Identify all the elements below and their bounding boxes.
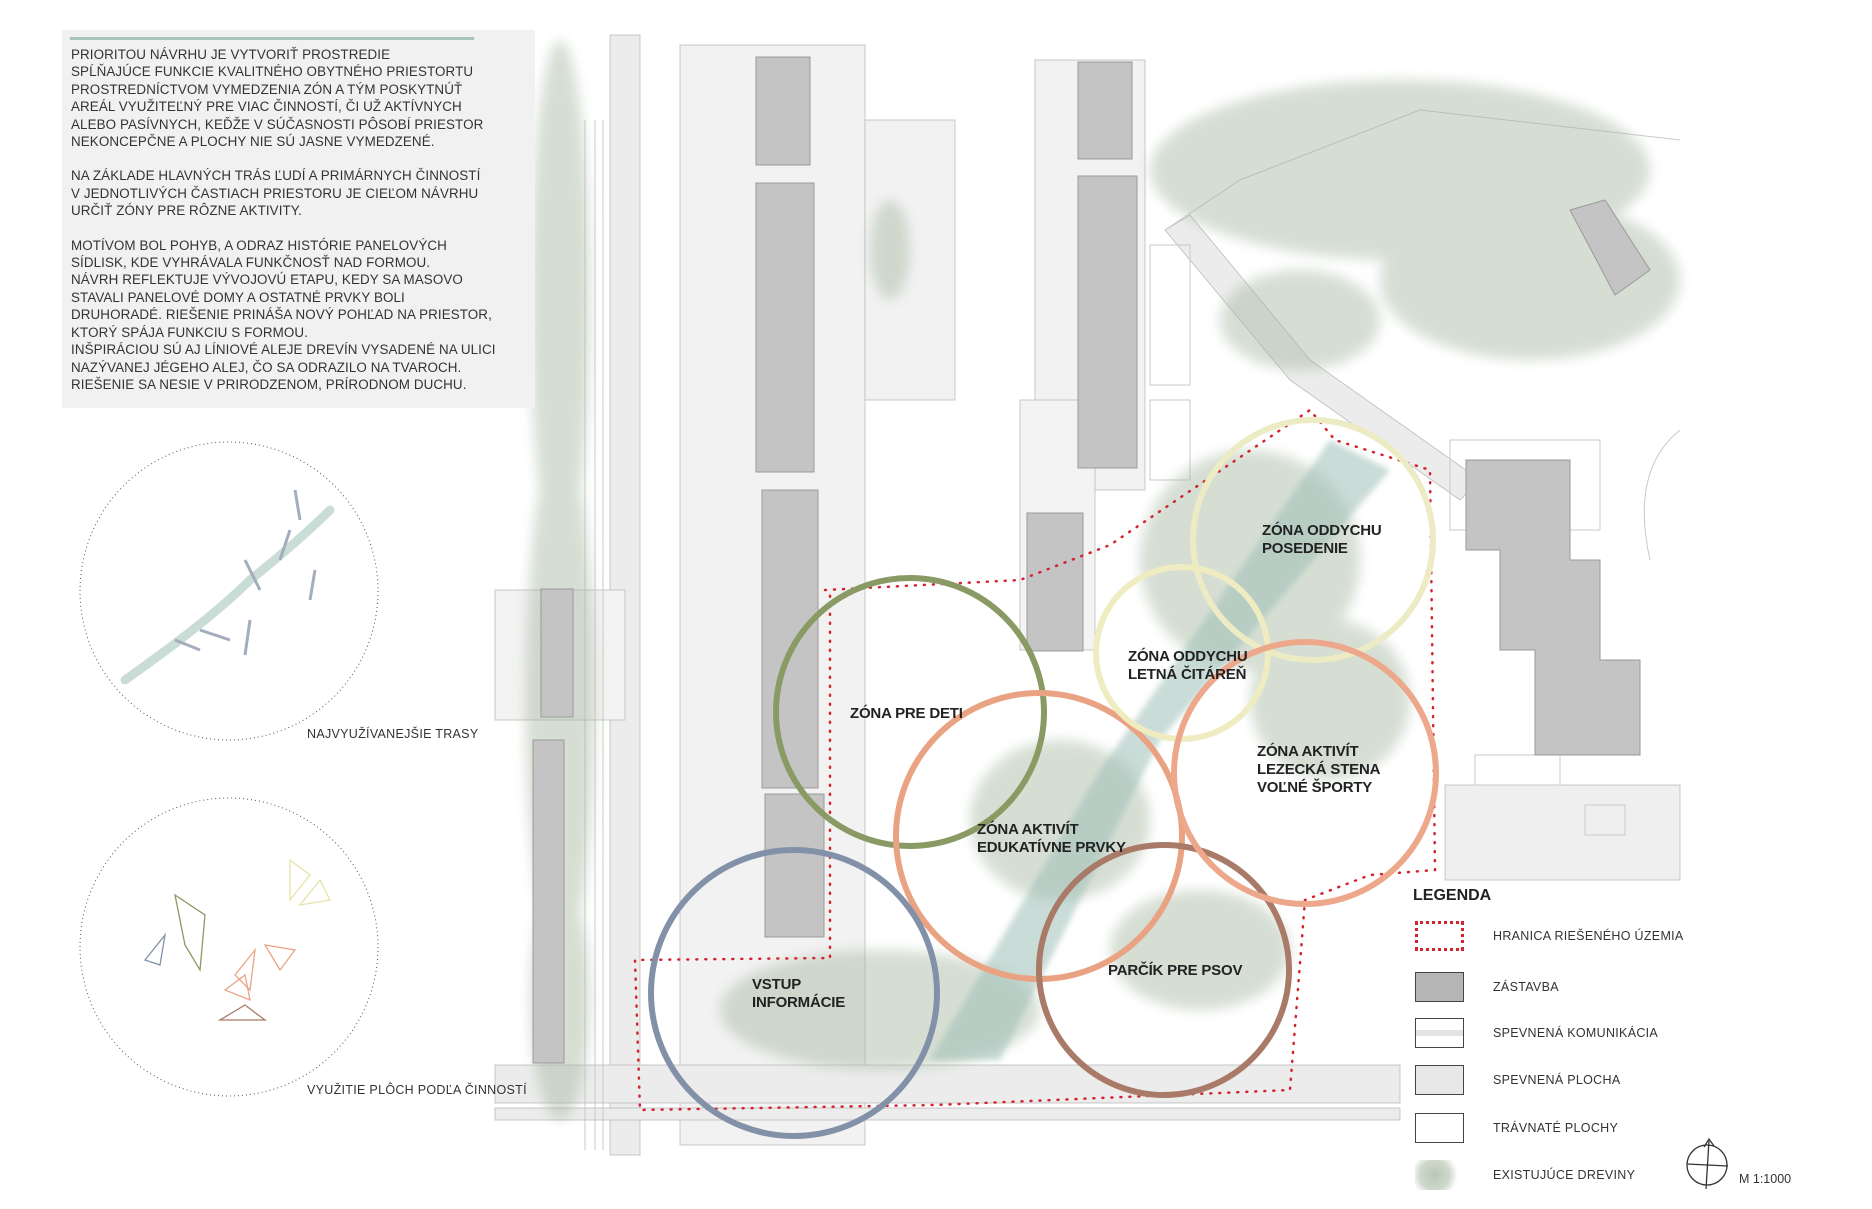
activities-diagram-shapes: [143, 858, 331, 1021]
paved-swatch-icon: [1415, 1065, 1464, 1095]
legend-label: TRÁVNATÉ PLOCHY: [1493, 1121, 1619, 1135]
road-swatch-icon: [1415, 1018, 1464, 1048]
legend-item-buildings: ZÁSTAVBA: [1415, 972, 1815, 1004]
zone-label-dogs: PARČÍK PRE PSOV: [1108, 962, 1243, 979]
zone-label-education: ZÓNA AKTIVÍT EDUKATÍVNE PRVKY: [977, 821, 1126, 856]
zone-label-sports: ZÓNA AKTIVÍT LEZECKÁ STENA VOĽNÉ ŠPORTY: [1257, 743, 1381, 796]
zone-label-rest-seating: ZÓNA ODDYCHU POSEDENIE: [1262, 522, 1382, 557]
zone-circle-children: [773, 575, 1047, 849]
activities-diagram-label: VYUŽITIE PLÔCH PODĽA ČINNOSTÍ: [307, 1083, 527, 1097]
routes-diagram-shape: [120, 505, 335, 685]
zone-circles: [648, 417, 1439, 1139]
description-paragraph: PRIORITOU NÁVRHU JE VYTVORIŤ PROSTREDIE …: [71, 47, 484, 150]
scale-label: M 1:1000: [1739, 1172, 1792, 1186]
zone-circle-sports: [1171, 639, 1439, 907]
zone-label-children: ZÓNA PRE DETI: [850, 705, 963, 722]
legend-label: SPEVNENÁ KOMUNIKÁCIA: [1493, 1026, 1659, 1040]
zone-circle-rest-seating: [1190, 417, 1436, 663]
legend-item-paved: SPEVNENÁ PLOCHA: [1415, 1065, 1815, 1097]
tree-swatch-icon: [1415, 1160, 1464, 1190]
north-arrow-icon: [1686, 1137, 1729, 1190]
grass-swatch-icon: [1415, 1113, 1464, 1143]
zone-label-entrance: VSTUP INFORMÁCIE: [752, 976, 845, 1011]
zone-circle-dogs: [1036, 842, 1292, 1098]
routes-diagram-label: NAJVYUŽÍVANEJŠIE TRASY: [307, 727, 479, 741]
panel-accent-line: [70, 37, 474, 40]
design-paths: [930, 440, 1390, 1060]
legend-item-trees: EXISTUJÚCE DREVINY: [1415, 1160, 1815, 1192]
zone-label-reading: ZÓNA ODDYCHU LETNÁ ČITÁREŇ: [1128, 648, 1248, 683]
boundary-swatch-icon: [1415, 921, 1464, 951]
legend-label: ZÁSTAVBA: [1493, 980, 1559, 994]
legend-label: EXISTUJÚCE DREVINY: [1493, 1168, 1636, 1182]
zone-circle-reading: [1093, 564, 1271, 742]
legend-title: LEGENDA: [1413, 887, 1492, 904]
legend-label: SPEVNENÁ PLOCHA: [1493, 1073, 1621, 1087]
activities-diagram-circle: [79, 797, 379, 1097]
routes-diagram-circle: [79, 441, 379, 741]
legend-item-grass: TRÁVNATÉ PLOCHY: [1415, 1113, 1815, 1145]
description-paragraph: NA ZÁKLADE HLAVNÝCH TRÁS ĽUDÍ A PRIMÁRNY…: [71, 168, 481, 219]
buildings: [532, 56, 1651, 1064]
description-paragraph: MOTÍVOM BOL POHYB, A ODRAZ HISTÓRIE PANE…: [71, 237, 496, 392]
legend-item-road: SPEVNENÁ KOMUNIKÁCIA: [1415, 1018, 1815, 1050]
legend-item-boundary: HRANICA RIEŠENÉHO ÚZEMIA: [1415, 921, 1815, 953]
legend-label: HRANICA RIEŠENÉHO ÚZEMIA: [1493, 929, 1684, 943]
zone-circle-entrance: [648, 847, 940, 1139]
description-panel: PRIORITOU NÁVRHU JE VYTVORIŤ PROSTREDIE …: [62, 30, 535, 408]
building-swatch-icon: [1415, 972, 1464, 1002]
